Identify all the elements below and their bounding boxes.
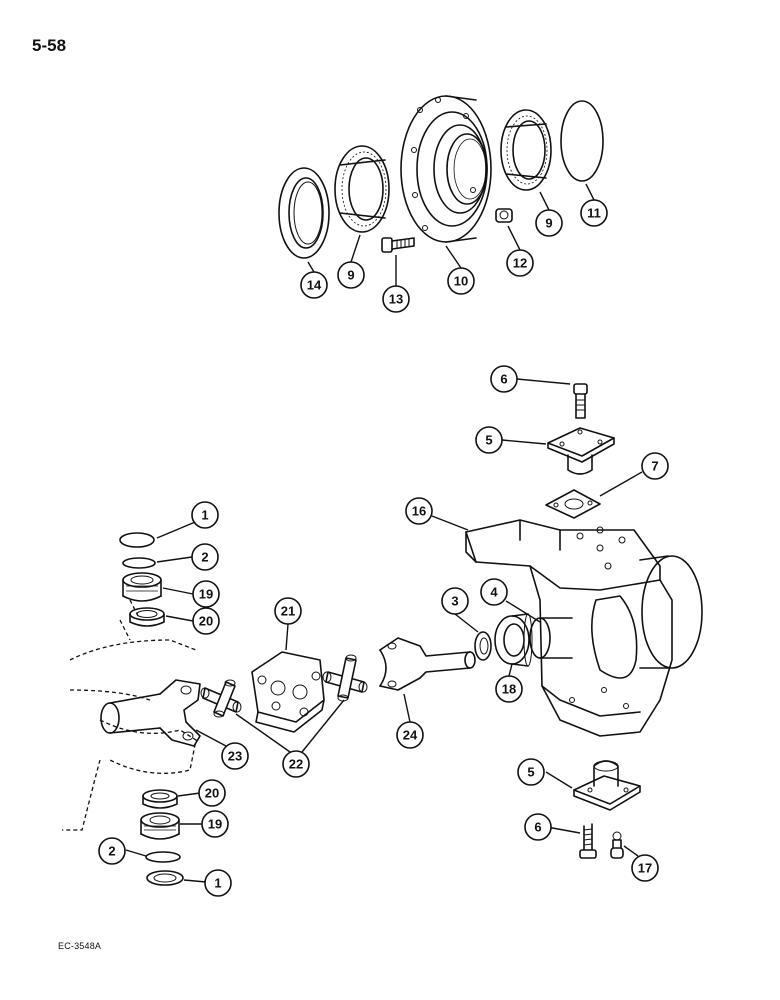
- callout-6-bottom: 6: [524, 813, 552, 841]
- svg-text:17: 17: [638, 861, 652, 876]
- callout-1-top: 1: [191, 501, 219, 529]
- callout-2-bottom: 2: [98, 837, 126, 865]
- svg-text:10: 10: [454, 274, 468, 289]
- snap-ring-part-11: [560, 100, 604, 182]
- nut-part-12: [495, 208, 513, 223]
- callout-19-top: 19: [192, 580, 220, 608]
- page-number: 5-58: [32, 36, 67, 55]
- callout-20-top: 20: [192, 607, 220, 635]
- svg-text:24: 24: [403, 728, 418, 743]
- svg-text:20: 20: [199, 614, 213, 629]
- o-ring-part-2-top: [122, 557, 156, 569]
- leader-lines: [125, 183, 643, 883]
- svg-text:7: 7: [651, 459, 658, 474]
- seal-part-14: [278, 167, 330, 259]
- shim-part-7: [545, 489, 601, 519]
- svg-text:18: 18: [502, 682, 516, 697]
- callout-20-bottom: 20: [198, 779, 226, 807]
- svg-text:6: 6: [500, 372, 507, 387]
- callout-24: 24: [396, 721, 424, 749]
- svg-text:23: 23: [228, 749, 242, 764]
- hub-part-10: [400, 95, 492, 243]
- svg-text:2: 2: [108, 844, 115, 859]
- svg-text:19: 19: [199, 587, 213, 602]
- seal-part-20-bottom: [142, 789, 178, 809]
- bearing-part-19-bottom: [140, 812, 180, 840]
- coupling-part-21: [251, 651, 325, 733]
- callout-16: 16: [405, 497, 433, 525]
- callout-1-bottom: 1: [204, 869, 232, 897]
- callout-11: 11: [580, 199, 608, 227]
- svg-text:5: 5: [485, 433, 492, 448]
- svg-text:20: 20: [205, 786, 219, 801]
- bolt-part-13: [381, 237, 415, 253]
- svg-text:3: 3: [451, 594, 458, 609]
- svg-text:11: 11: [587, 206, 601, 221]
- svg-text:22: 22: [289, 757, 303, 772]
- svg-text:14: 14: [307, 278, 322, 293]
- svg-text:6: 6: [534, 820, 541, 835]
- bolt-part-6-bottom: [579, 823, 597, 859]
- callout-5-top: 5: [475, 426, 503, 454]
- callout-3: 3: [441, 587, 469, 615]
- callout-22: 22: [282, 750, 310, 778]
- king-pin-cap-part-5-bottom: [573, 760, 641, 811]
- callout-12: 12: [506, 249, 534, 277]
- bearing-part-19-top: [122, 572, 162, 602]
- callout-18: 18: [495, 675, 523, 703]
- seal-part-20-top: [129, 607, 165, 627]
- callout-19-bottom: 19: [201, 810, 229, 838]
- cap-part-1-bottom: [146, 870, 184, 886]
- swivel-housing-part-16: [465, 519, 703, 737]
- svg-text:5: 5: [527, 765, 534, 780]
- svg-text:9: 9: [347, 268, 354, 283]
- callout-13: 13: [382, 285, 410, 313]
- callout-21: 21: [274, 597, 302, 625]
- svg-text:1: 1: [201, 508, 208, 523]
- callout-23: 23: [221, 742, 249, 770]
- callout-9-left: 9: [337, 261, 365, 289]
- callout-4: 4: [480, 578, 508, 606]
- svg-text:1: 1: [214, 876, 221, 891]
- cross-part-22-right: [322, 654, 368, 702]
- svg-text:13: 13: [389, 292, 403, 307]
- king-pin-cap-part-5-top: [547, 427, 615, 475]
- svg-text:2: 2: [201, 550, 208, 565]
- o-ring-part-2-bottom: [145, 851, 181, 863]
- figure-code: EC-3548A: [58, 941, 102, 951]
- callout-14: 14: [300, 271, 328, 299]
- svg-text:16: 16: [412, 504, 426, 519]
- callout-5-bottom: 5: [517, 758, 545, 786]
- callout-7: 7: [641, 452, 669, 480]
- fitting-part-17: [610, 831, 624, 859]
- bushing-part-18: [494, 613, 533, 667]
- bearing-part-9-left: [334, 145, 390, 233]
- cross-part-22-left: [200, 679, 242, 718]
- callout-17: 17: [631, 854, 659, 882]
- callout-6-top: 6: [490, 365, 518, 393]
- yoke-shaft-part-24: [379, 637, 476, 691]
- bearing-part-9-right: [500, 109, 552, 191]
- seal-part-3: [474, 631, 492, 661]
- svg-text:21: 21: [281, 604, 295, 619]
- callout-2-top: 2: [191, 543, 219, 571]
- svg-text:9: 9: [545, 216, 552, 231]
- svg-text:12: 12: [513, 256, 527, 271]
- axle-outline: [62, 599, 197, 831]
- bolt-part-6-top: [573, 383, 588, 419]
- callout-10: 10: [447, 267, 475, 295]
- svg-text:19: 19: [208, 817, 222, 832]
- cap-part-1-top: [119, 532, 155, 548]
- svg-text:4: 4: [490, 585, 498, 600]
- yoke-shaft-part-23: [100, 679, 201, 747]
- callout-9-right: 9: [535, 209, 563, 237]
